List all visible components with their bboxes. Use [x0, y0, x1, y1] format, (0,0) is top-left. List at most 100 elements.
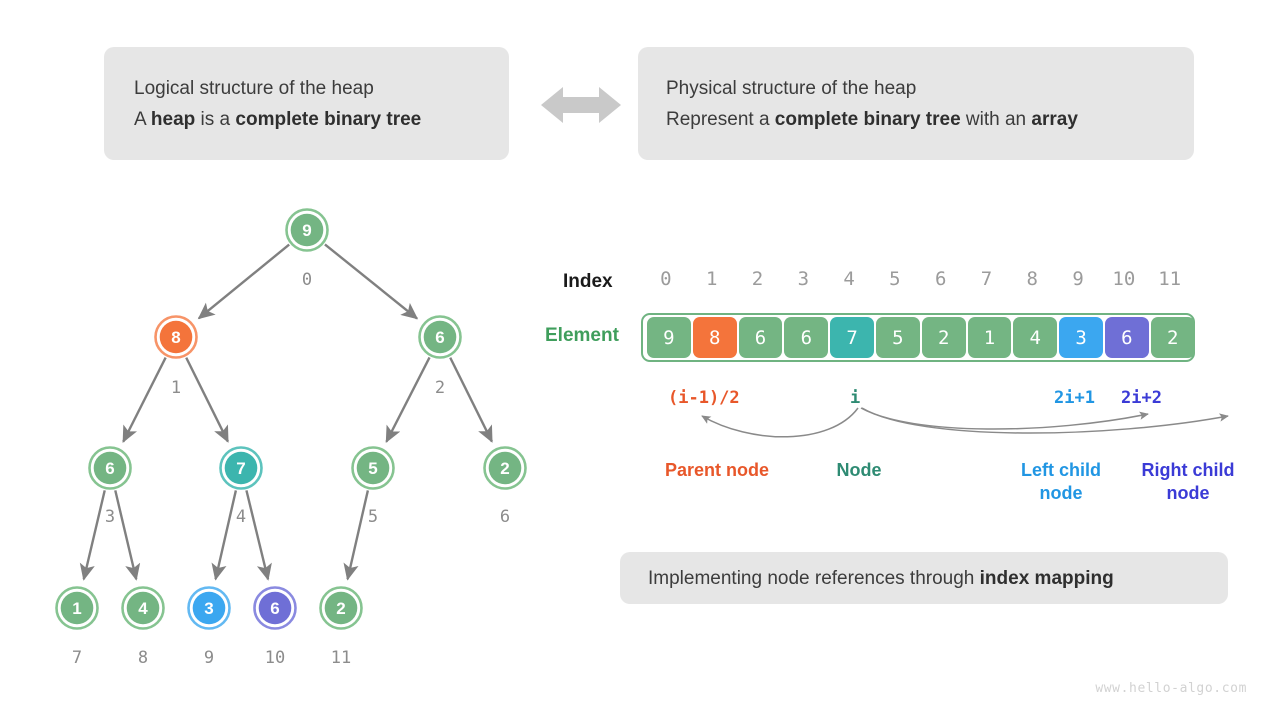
tree-node-value: 1: [72, 599, 81, 618]
tree-node-value: 3: [204, 599, 213, 618]
array-index-label: 2: [751, 268, 764, 290]
array-cell: 2: [921, 317, 966, 358]
index-mapping-arrows: [701, 407, 1229, 438]
tree-node-ring: [219, 446, 263, 490]
tree-node-index-label: 1: [171, 378, 181, 398]
tree-edge: [245, 490, 272, 581]
array-index-label: 10: [1112, 268, 1136, 290]
caption-left-line2: A heap is a complete binary tree: [134, 104, 509, 135]
caption-right-line2-mid: with an: [960, 108, 1032, 130]
array-cell: 4: [1013, 317, 1058, 358]
watermark: www.hello-algo.com: [1095, 681, 1247, 696]
tree-node-ring: [319, 586, 363, 630]
array-index-label: 4: [843, 268, 855, 290]
tree-node: 2: [319, 586, 363, 630]
tree-node-circle: [60, 591, 94, 625]
tree-node-circle: [159, 320, 193, 354]
tree-edge: [324, 243, 419, 320]
array-cell: 8: [692, 317, 737, 358]
tree-node-circle: [93, 451, 127, 485]
parent-index-formula: (i-1)/2: [668, 388, 740, 408]
array-index-label: 6: [934, 268, 947, 290]
tree-node-index-label: 6: [500, 507, 510, 527]
tree-leaf-index-label: 9: [204, 648, 214, 668]
caption-left-line2-bold1: heap: [150, 108, 196, 130]
array-index-label: 0: [660, 268, 672, 290]
double-headed-arrow-icon: [541, 87, 621, 123]
array-cell: 1: [967, 317, 1012, 358]
tree-node: 9: [285, 208, 329, 252]
tree-node-index-label: 0: [302, 270, 312, 290]
tree-node-ring: [285, 208, 329, 252]
node-index-formula: i: [850, 388, 861, 408]
caption-physical-structure: Physical structure of the heap Represent…: [638, 47, 1194, 160]
array-cell: 6: [738, 317, 783, 358]
tree-node-ring: [55, 586, 99, 630]
caption-left-line2-mid: is a: [195, 108, 236, 130]
array-index-label: 9: [1072, 268, 1084, 290]
arrow-to-parent: [701, 407, 859, 438]
tree-edge: [211, 490, 238, 581]
tree-node-index-label: 2: [435, 378, 445, 398]
array-cell: 6: [784, 317, 829, 358]
element-row-label: Element: [545, 325, 619, 346]
tree-node: 6: [88, 446, 132, 490]
tree-node-value: 6: [270, 599, 279, 618]
tree-node-circle: [126, 591, 160, 625]
tree-edge: [385, 356, 431, 444]
tree-node-value: 2: [336, 599, 345, 618]
left-child-index-formula: 2i+1: [1054, 388, 1095, 408]
tree-edge: [343, 490, 370, 581]
tree-edge: [449, 357, 493, 443]
array-index-label: 3: [797, 268, 810, 290]
caption-bottom-pre: Implementing node references through: [648, 567, 980, 589]
caption-right-line2-bold1: complete binary tree: [774, 108, 961, 130]
array-index-label: 7: [980, 268, 993, 290]
caption-left-line2-pre: A: [134, 108, 151, 130]
tree-node-ring: [418, 315, 462, 359]
tree-node-circle: [356, 451, 390, 485]
node-role-label: Node: [836, 460, 882, 480]
caption-logical-structure: Logical structure of the heap A heap is …: [104, 47, 509, 160]
tree-node-value: 4: [138, 599, 148, 618]
tree-node-ring: [88, 446, 132, 490]
tree-node-value: 9: [302, 221, 311, 240]
tree-node-index-label: 3: [105, 507, 115, 527]
right-child-node-role-label: Right child node: [1141, 460, 1235, 503]
tree-node-value: 6: [105, 459, 114, 478]
tree-node-value: 5: [368, 459, 377, 478]
tree-node-circle: [258, 591, 292, 625]
tree-node-circle: [324, 591, 358, 625]
tree-leaf-index-label: 7: [72, 648, 82, 668]
tree-edge: [114, 490, 141, 581]
tree-node: 6: [253, 586, 297, 630]
tree-node: 8: [154, 315, 198, 359]
tree-leaf-index-label: 8: [138, 648, 148, 668]
tree-node: 4: [121, 586, 165, 630]
tree-node-circle: [224, 451, 258, 485]
caption-bottom-line: Implementing node references through ind…: [648, 563, 1228, 594]
tree-edge: [122, 357, 167, 443]
caption-left-line1: Logical structure of the heap: [134, 77, 374, 99]
tree-leaf-index-label: 11: [331, 648, 351, 668]
caption-right-line1: Physical structure of the heap: [666, 77, 917, 99]
tree-edge: [185, 357, 229, 443]
tree-edge-group: [79, 243, 493, 581]
tree-node-value: 6: [435, 328, 444, 347]
tree-node-circle: [290, 213, 324, 247]
tree-node-ring: [483, 446, 527, 490]
array-index-label: 11: [1158, 268, 1182, 290]
array-cell: 6: [1104, 317, 1149, 358]
caption-index-mapping: Implementing node references through ind…: [620, 552, 1228, 604]
tree-node: 2: [483, 446, 527, 490]
parent-node-role-label: Parent node: [664, 460, 770, 480]
tree-node: 5: [351, 446, 395, 490]
tree-node-value: 2: [500, 459, 509, 478]
array-cell: 7: [830, 317, 874, 358]
tree-node-ring: [187, 586, 231, 630]
